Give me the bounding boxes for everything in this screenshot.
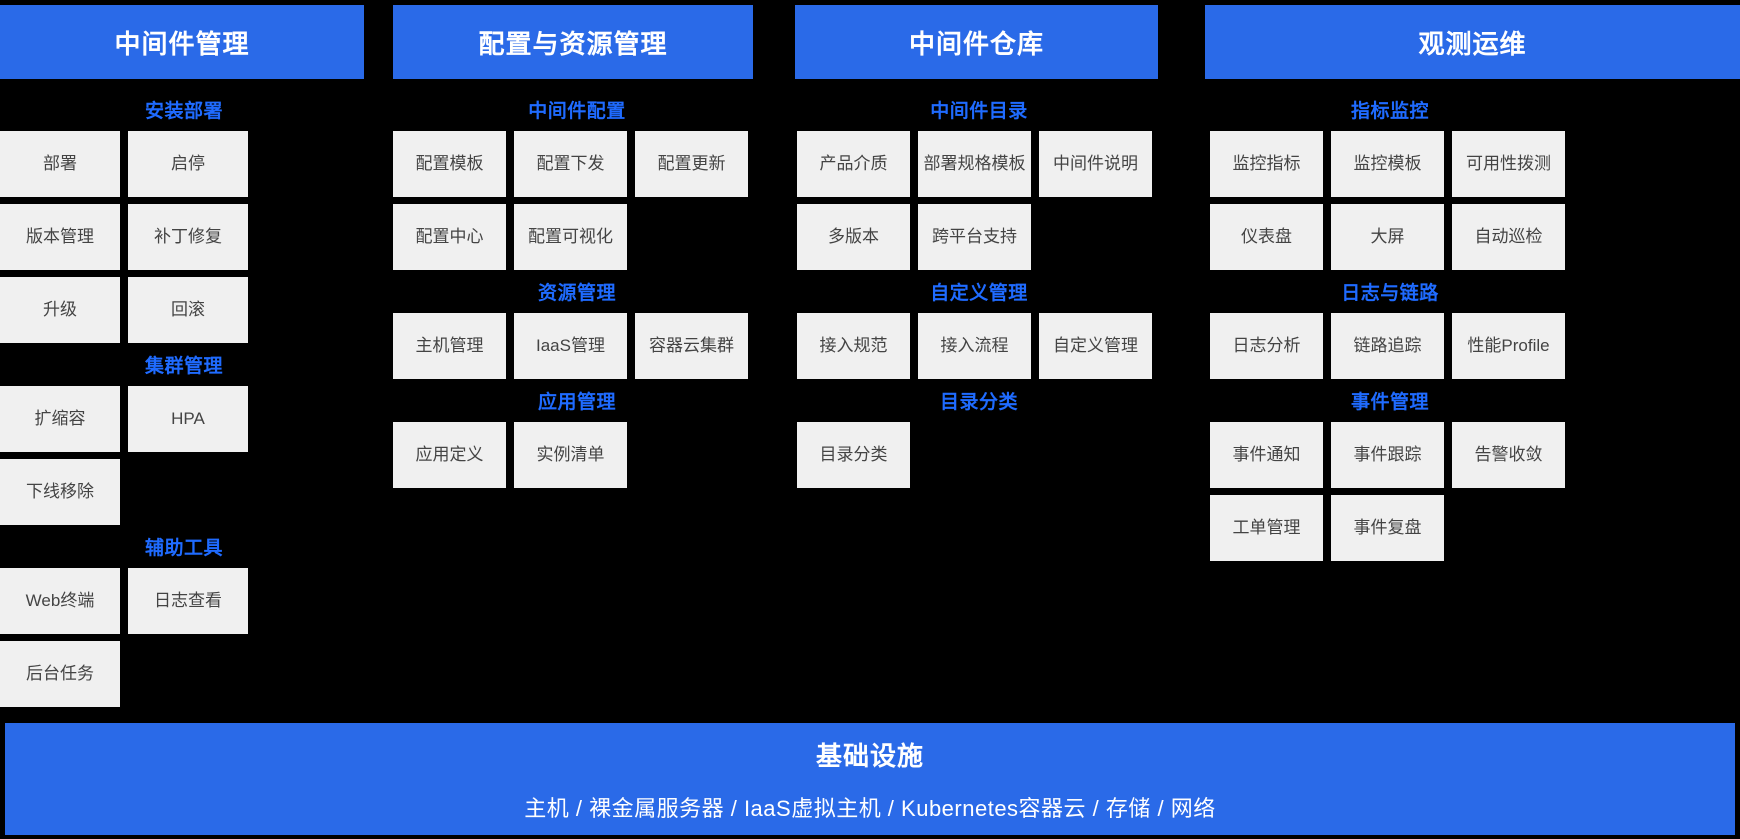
tile-config-template[interactable]: 配置模板 <box>393 131 506 197</box>
tile-auto-inspection[interactable]: 自动巡检 <box>1452 204 1565 270</box>
pillar-header-middleware-repository[interactable]: 中间件仓库 <box>795 5 1158 79</box>
tile-log-viewer[interactable]: 日志查看 <box>128 568 248 634</box>
group-event-management: 事件管理 事件通知 事件跟踪 告警收敛 工单管理 事件复盘 <box>1205 379 1575 561</box>
tile-container-cloud-cluster[interactable]: 容器云集群 <box>635 313 748 379</box>
group-tiles: 主机管理 IaaS管理 容器云集群 <box>393 313 761 379</box>
pillar-header-label: 配置与资源管理 <box>478 28 668 59</box>
infrastructure-description: 主机 / 裸金属服务器 / IaaS虚拟主机 / Kubernetes容器云 /… <box>524 795 1216 821</box>
tile-start-stop[interactable]: 启停 <box>128 131 248 197</box>
group-title: 目录分类 <box>939 392 1018 413</box>
group-tiles: Web终端 日志查看 后台任务 <box>0 568 368 707</box>
group-middleware-catalog: 中间件目录 产品介质 部署规格模板 中间件说明 多版本 跨平台支持 <box>795 88 1163 270</box>
tile-iaas-management[interactable]: IaaS管理 <box>514 313 627 379</box>
tile-log-analysis[interactable]: 日志分析 <box>1210 313 1323 379</box>
pillar-column-middleware-management: 安装部署 部署 启停 版本管理 补丁修复 升级 回滚 集群管理 扩缩容 HPA … <box>0 88 368 713</box>
tile-host-management[interactable]: 主机管理 <box>393 313 506 379</box>
pillar-column-observability-ops: 指标监控 监控指标 监控模板 可用性拨测 仪表盘 大屏 自动巡检 日志与链路 日… <box>1205 88 1575 713</box>
group-logs-and-tracing: 日志与链路 日志分析 链路追踪 性能Profile <box>1205 270 1575 379</box>
tile-event-tracking[interactable]: 事件跟踪 <box>1331 422 1444 488</box>
group-tiles: 扩缩容 HPA 下线移除 <box>0 386 368 525</box>
tile-rollback[interactable]: 回滚 <box>128 277 248 343</box>
tile-config-center[interactable]: 配置中心 <box>393 204 506 270</box>
group-cluster-management: 集群管理 扩缩容 HPA 下线移除 <box>0 343 368 525</box>
pillar-header-label: 中间件管理 <box>114 28 250 59</box>
group-title: 安装部署 <box>144 101 223 122</box>
tile-version-management[interactable]: 版本管理 <box>0 204 120 270</box>
infrastructure-band[interactable]: 基础设施 主机 / 裸金属服务器 / IaaS虚拟主机 / Kubernetes… <box>5 723 1735 835</box>
pillar-header-observability-ops[interactable]: 观测运维 <box>1205 5 1740 79</box>
tile-monitoring-metrics[interactable]: 监控指标 <box>1210 131 1323 197</box>
tile-alert-convergence[interactable]: 告警收敛 <box>1452 422 1565 488</box>
tile-multi-version[interactable]: 多版本 <box>797 204 910 270</box>
tile-ticket-management[interactable]: 工单管理 <box>1210 495 1323 561</box>
group-tiles: 监控指标 监控模板 可用性拨测 仪表盘 大屏 自动巡检 <box>1205 131 1575 270</box>
tile-catalog-classification[interactable]: 目录分类 <box>797 422 910 488</box>
tile-config-update[interactable]: 配置更新 <box>635 131 748 197</box>
group-install-deploy: 安装部署 部署 启停 版本管理 补丁修复 升级 回滚 <box>0 88 368 343</box>
group-custom-management: 自定义管理 接入规范 接入流程 自定义管理 <box>795 270 1163 379</box>
tile-monitoring-template[interactable]: 监控模板 <box>1331 131 1444 197</box>
tile-deployment-spec-template[interactable]: 部署规格模板 <box>918 131 1031 197</box>
group-tiles: 应用定义 实例清单 <box>393 422 761 488</box>
group-title: 自定义管理 <box>930 283 1028 304</box>
group-middleware-config: 中间件配置 配置模板 配置下发 配置更新 配置中心 配置可视化 <box>393 88 761 270</box>
pillar-header-row: 中间件管理 配置与资源管理 中间件仓库 观测运维 <box>0 5 1740 79</box>
group-tiles: 日志分析 链路追踪 性能Profile <box>1205 313 1575 379</box>
group-title: 集群管理 <box>144 356 223 377</box>
group-title: 中间件配置 <box>528 101 626 122</box>
group-tiles: 接入规范 接入流程 自定义管理 <box>795 313 1163 379</box>
tile-access-process[interactable]: 接入流程 <box>918 313 1031 379</box>
tile-background-tasks[interactable]: 后台任务 <box>0 641 120 707</box>
pillar-header-label: 中间件仓库 <box>908 28 1044 59</box>
tile-web-terminal[interactable]: Web终端 <box>0 568 120 634</box>
pillar-header-config-resource-management[interactable]: 配置与资源管理 <box>393 5 753 79</box>
tile-cross-platform-support[interactable]: 跨平台支持 <box>918 204 1031 270</box>
group-tiles: 部署 启停 版本管理 补丁修复 升级 回滚 <box>0 131 368 343</box>
tile-hpa[interactable]: HPA <box>128 386 248 452</box>
tile-performance-profile[interactable]: 性能Profile <box>1452 313 1565 379</box>
group-tiles: 目录分类 <box>795 422 1163 488</box>
pillar-header-label: 观测运维 <box>1418 28 1527 59</box>
tile-big-screen[interactable]: 大屏 <box>1331 204 1444 270</box>
group-title: 应用管理 <box>537 392 616 413</box>
tile-product-media[interactable]: 产品介质 <box>797 131 910 197</box>
group-tiles: 产品介质 部署规格模板 中间件说明 多版本 跨平台支持 <box>795 131 1163 270</box>
tile-instance-list[interactable]: 实例清单 <box>514 422 627 488</box>
pillar-column-middleware-repository: 中间件目录 产品介质 部署规格模板 中间件说明 多版本 跨平台支持 自定义管理 … <box>795 88 1163 713</box>
tile-dashboard[interactable]: 仪表盘 <box>1210 204 1323 270</box>
tile-event-review[interactable]: 事件复盘 <box>1331 495 1444 561</box>
group-tiles: 配置模板 配置下发 配置更新 配置中心 配置可视化 <box>393 131 761 270</box>
tile-scaling[interactable]: 扩缩容 <box>0 386 120 452</box>
pillar-header-middleware-management[interactable]: 中间件管理 <box>0 5 364 79</box>
group-catalog-classification: 目录分类 目录分类 <box>795 379 1163 488</box>
tile-middleware-description[interactable]: 中间件说明 <box>1039 131 1152 197</box>
infrastructure-title: 基础设施 <box>815 740 924 771</box>
group-title: 资源管理 <box>537 283 616 304</box>
group-auxiliary-tools: 辅助工具 Web终端 日志查看 后台任务 <box>0 525 368 707</box>
group-tiles: 事件通知 事件跟踪 告警收敛 工单管理 事件复盘 <box>1205 422 1575 561</box>
tile-config-visualization[interactable]: 配置可视化 <box>514 204 627 270</box>
group-title: 辅助工具 <box>144 538 223 559</box>
group-title: 事件管理 <box>1350 392 1429 413</box>
group-title: 日志与链路 <box>1341 283 1439 304</box>
pillar-column-config-resource-management: 中间件配置 配置模板 配置下发 配置更新 配置中心 配置可视化 资源管理 主机管… <box>393 88 761 713</box>
tile-upgrade[interactable]: 升级 <box>0 277 120 343</box>
tile-deploy[interactable]: 部署 <box>0 131 120 197</box>
tile-access-specification[interactable]: 接入规范 <box>797 313 910 379</box>
pillar-columns: 安装部署 部署 启停 版本管理 补丁修复 升级 回滚 集群管理 扩缩容 HPA … <box>0 88 1740 713</box>
tile-offline-removal[interactable]: 下线移除 <box>0 459 120 525</box>
group-title: 指标监控 <box>1350 101 1429 122</box>
tile-config-distribution[interactable]: 配置下发 <box>514 131 627 197</box>
tile-custom-management[interactable]: 自定义管理 <box>1039 313 1152 379</box>
tile-application-definition[interactable]: 应用定义 <box>393 422 506 488</box>
group-title: 中间件目录 <box>930 101 1028 122</box>
tile-availability-probe[interactable]: 可用性拨测 <box>1452 131 1565 197</box>
group-metric-monitoring: 指标监控 监控指标 监控模板 可用性拨测 仪表盘 大屏 自动巡检 <box>1205 88 1575 270</box>
tile-event-notification[interactable]: 事件通知 <box>1210 422 1323 488</box>
tile-link-tracing[interactable]: 链路追踪 <box>1331 313 1444 379</box>
group-application-management: 应用管理 应用定义 实例清单 <box>393 379 761 488</box>
group-resource-management: 资源管理 主机管理 IaaS管理 容器云集群 <box>393 270 761 379</box>
tile-patch-repair[interactable]: 补丁修复 <box>128 204 248 270</box>
